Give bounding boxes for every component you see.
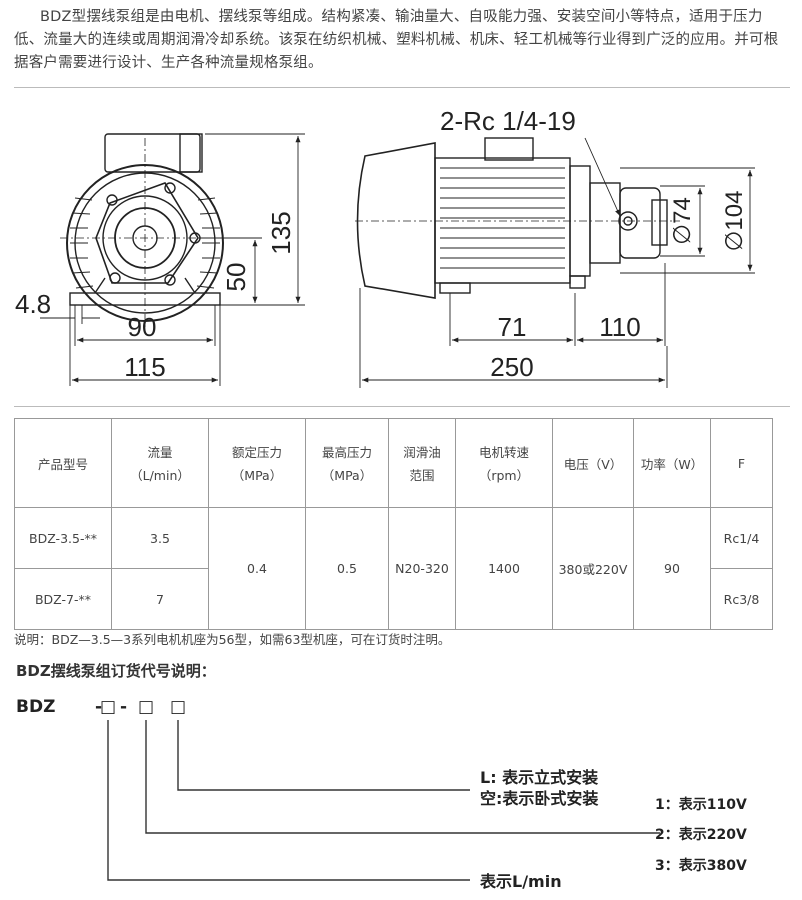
cell-f: Rc1/4 xyxy=(710,507,773,569)
cell-model: BDZ-7-** xyxy=(14,568,112,630)
mount-vertical-label: L: 表示立式安装 xyxy=(480,768,598,787)
th-flow: 流量（L/min） xyxy=(111,418,209,508)
th-speed: 电机转速（rpm） xyxy=(455,418,553,508)
spec-table: 产品型号 流量（L/min） 额定压力（MPa） 最高压力（MPa） 润滑油范围… xyxy=(14,418,773,630)
th-oil-range: 润滑油范围 xyxy=(388,418,456,508)
cell-oil-range: N20-320 xyxy=(388,507,456,630)
dim-foot: 4.8 xyxy=(15,289,51,319)
dim-shaft: 50 xyxy=(221,263,251,292)
cell-flow: 3.5 xyxy=(111,507,209,569)
voltage-110-label: 1：表示110V xyxy=(655,796,747,813)
code-box-3: □ xyxy=(170,697,186,717)
port-label: 2-Rc 1/4-19 xyxy=(440,106,576,136)
top-divider xyxy=(14,87,790,88)
cell-rated-pressure: 0.4 xyxy=(208,507,306,630)
th-max-pressure: 最高压力（MPa） xyxy=(305,418,389,508)
order-code-title: BDZ摆线泵组订货代号说明： xyxy=(16,662,216,680)
th-f: F xyxy=(710,418,773,508)
th-voltage: 电压（V） xyxy=(552,418,634,508)
cell-max-pressure: 0.5 xyxy=(305,507,389,630)
voltage-380-label: 3：表示380V xyxy=(655,857,747,874)
dim-dia-74: ∅74 xyxy=(669,197,696,245)
code-dash-2: - xyxy=(120,697,127,717)
intro-paragraph: BDZ型摆线泵组是由电机、摆线泵等组成。结构紧凑、输油量大、自吸能力强、安装空间… xyxy=(14,9,779,71)
dim-250: 250 xyxy=(490,352,533,382)
side-view xyxy=(355,137,680,299)
code-prefix: BDZ xyxy=(16,697,55,717)
cell-flow: 7 xyxy=(111,568,209,630)
cell-f: Rc3/8 xyxy=(710,568,773,630)
flow-unit-label: 表示L/min xyxy=(479,872,562,891)
table-note: 说明：BDZ—3.5—3系列电机机座为56型，如需63型机座，可在订货时注明。 xyxy=(14,632,451,647)
th-model: 产品型号 xyxy=(14,418,112,508)
voltage-220-label: 2：表示220V xyxy=(655,826,747,843)
dim-height: 135 xyxy=(266,211,296,254)
table-header-row: 产品型号 流量（L/min） 额定压力（MPa） 最高压力（MPa） 润滑油范围… xyxy=(14,418,773,508)
dim-dia-104: ∅104 xyxy=(721,191,748,252)
dim-71: 71 xyxy=(498,312,527,342)
dim-width: 115 xyxy=(124,352,165,382)
order-code-diagram: BDZ - □ - □ □ L: 表示立式安装 空:表示卧式安装 表示L/min… xyxy=(16,697,747,891)
code-box-1: □ xyxy=(100,697,116,717)
mount-horizontal-label: 空:表示卧式安装 xyxy=(480,789,598,808)
table-row: BDZ-3.5-** 3.5 0.4 0.5 N20-320 1400 380或… xyxy=(14,507,773,630)
th-rated-pressure: 额定压力（MPa） xyxy=(208,418,306,508)
cell-speed: 1400 xyxy=(455,507,553,630)
table-row: BDZ-7-** 7 Rc3/8 xyxy=(14,568,773,630)
code-box-2: □ xyxy=(138,697,154,717)
th-power: 功率（W） xyxy=(633,418,711,508)
code-dash-1: - xyxy=(95,697,102,717)
dimension-drawing: 2-Rc 1/4-19 135 50 4.8 90 115 71 110 250… xyxy=(15,106,755,388)
cell-model: BDZ-3.5-** xyxy=(14,507,112,569)
dim-base: 90 xyxy=(128,312,157,342)
mid-divider xyxy=(14,406,790,407)
cell-power: 90 xyxy=(633,507,711,630)
front-view xyxy=(60,133,235,328)
dim-110: 110 xyxy=(599,312,640,342)
cell-voltage: 380或220V xyxy=(552,507,634,630)
